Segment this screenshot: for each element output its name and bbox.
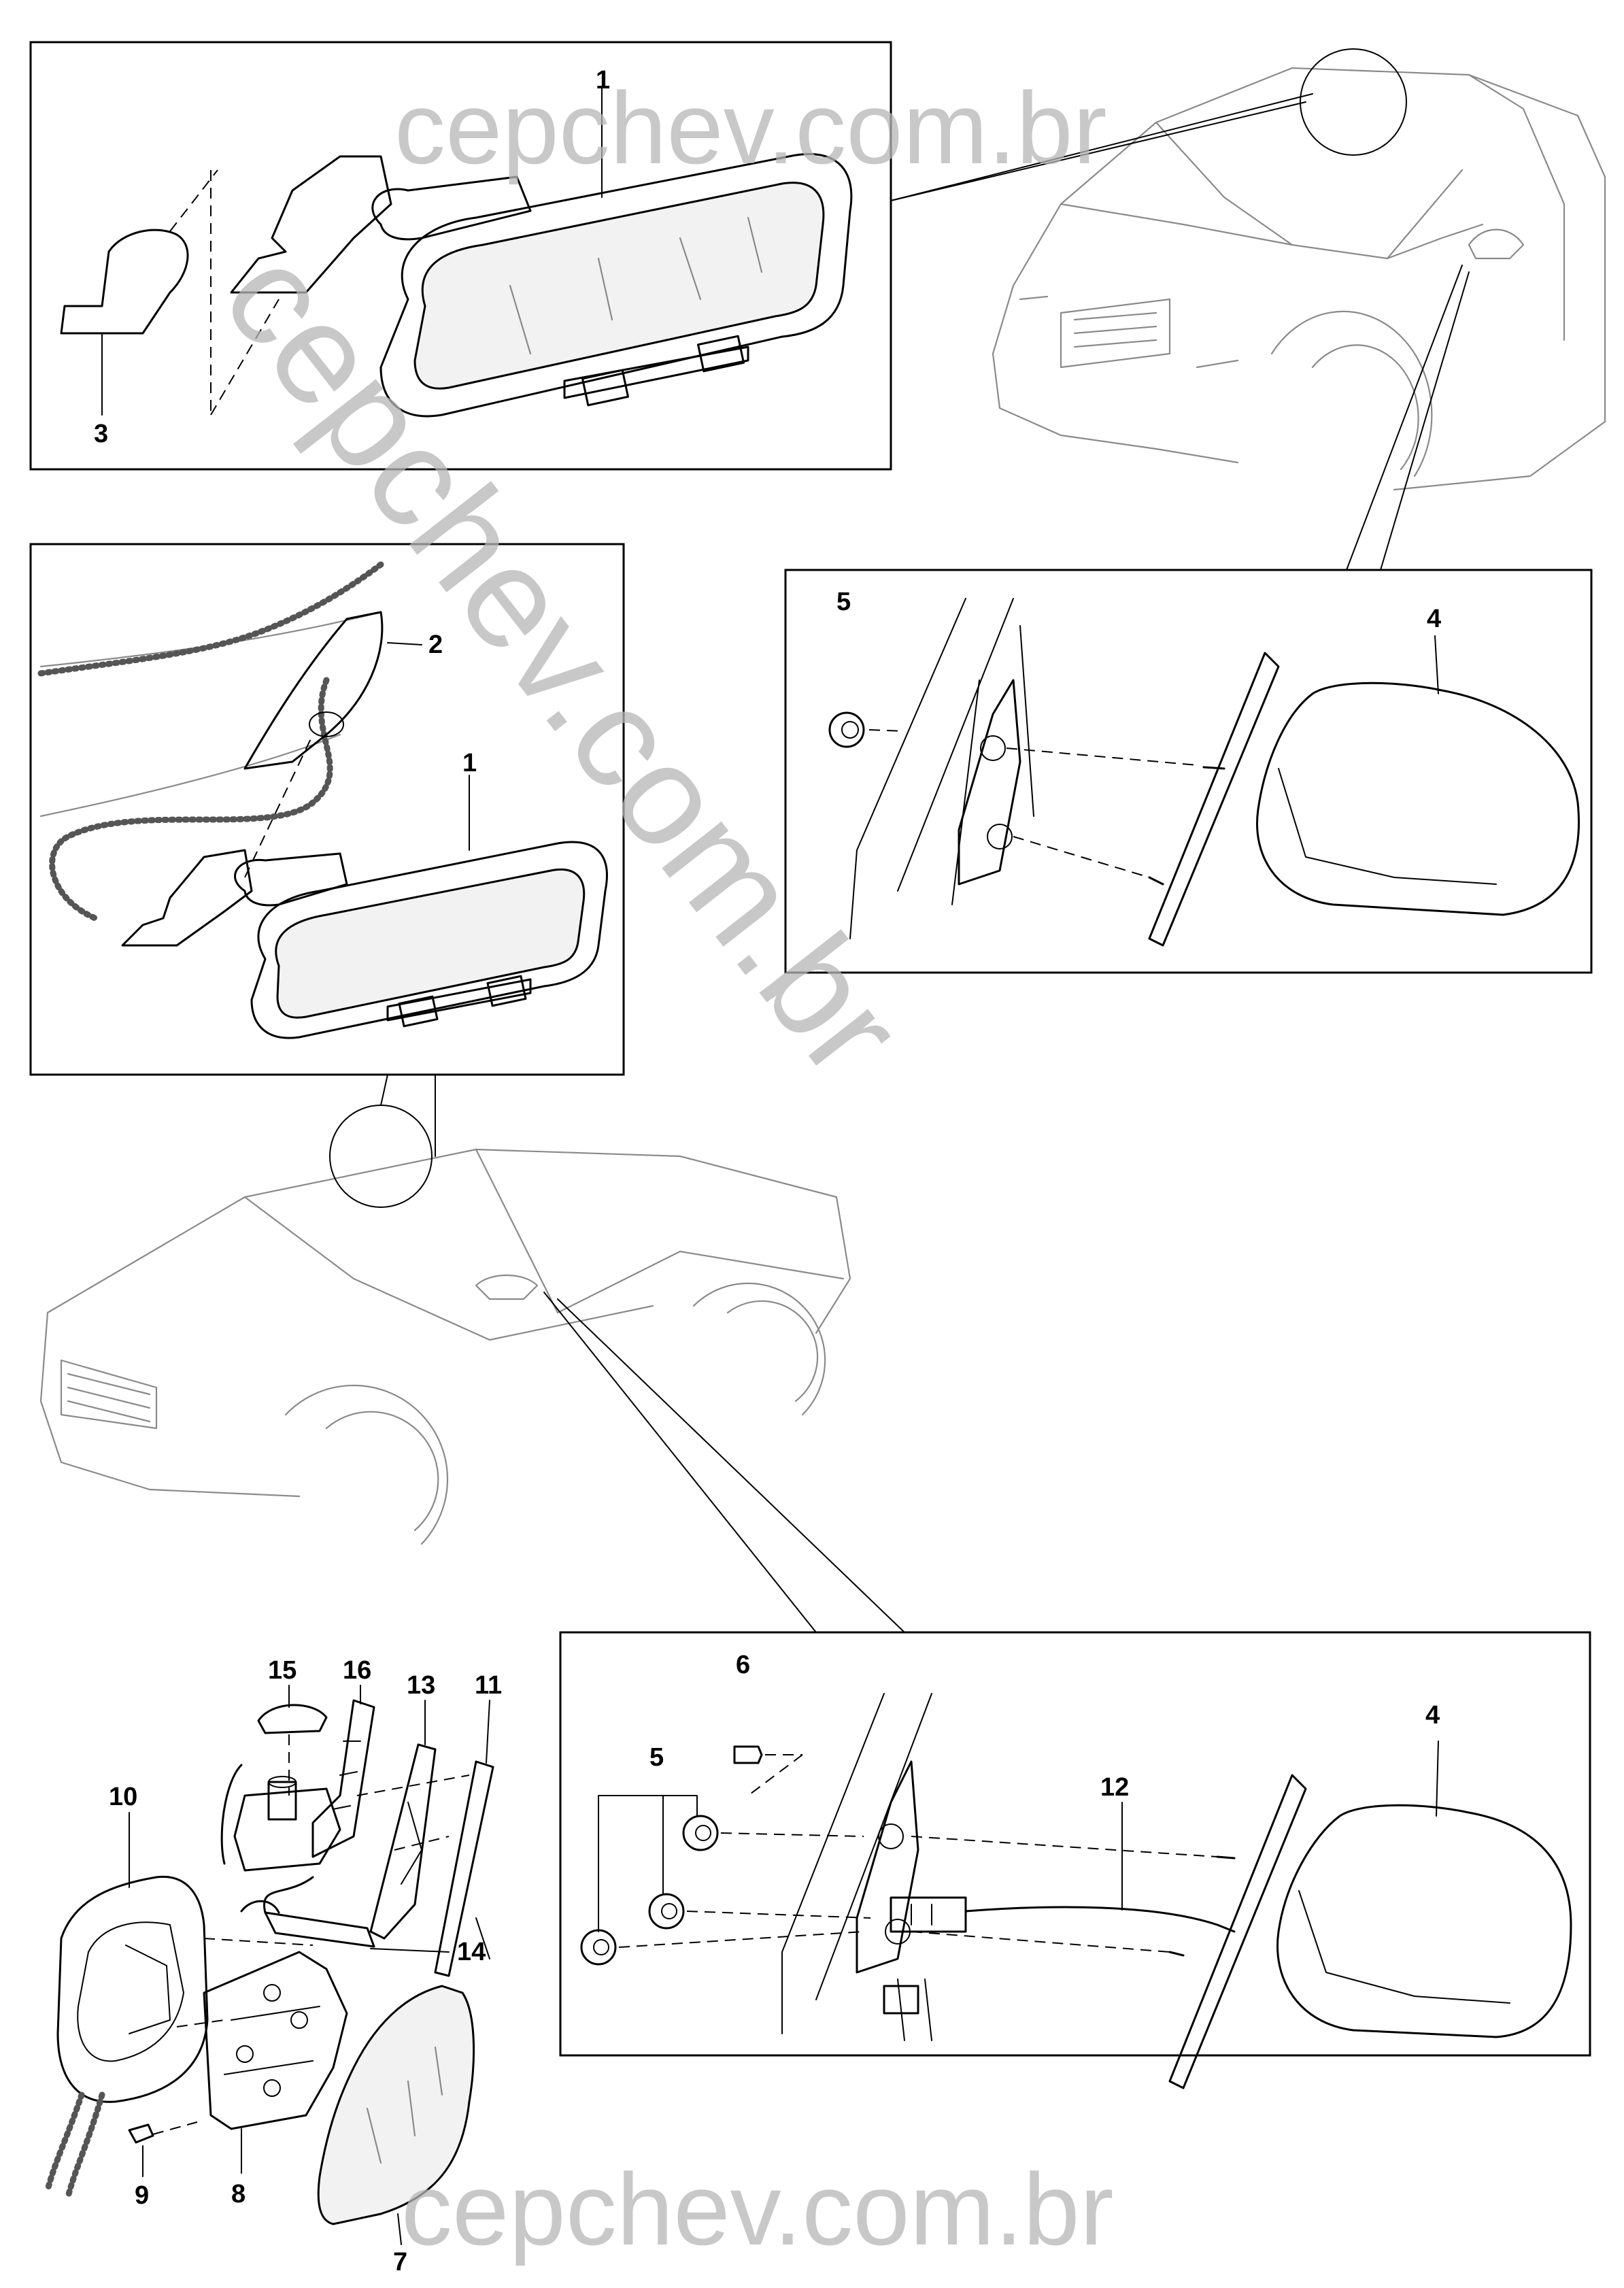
callout-7: 7 xyxy=(393,2248,407,2276)
callout-4-elec: 4 xyxy=(1425,1701,1440,1730)
mirror-housing xyxy=(56,1875,209,2103)
side-mirror-base xyxy=(1148,652,1280,947)
callout-3: 3 xyxy=(94,420,108,448)
mount-bracket xyxy=(230,155,392,294)
mirror-strip xyxy=(434,1760,494,1977)
rear-mirror-glass xyxy=(413,182,825,390)
callout-12: 12 xyxy=(1100,1773,1129,1802)
mirror-glass xyxy=(317,1985,475,2225)
base-screw xyxy=(128,2123,154,2144)
manual-side-mirror-panel xyxy=(784,265,1593,974)
side-mirror-shell xyxy=(1256,682,1580,916)
mirror-base-plate xyxy=(203,1951,348,2130)
mirror-nut xyxy=(828,711,865,748)
callout-1-top: 1 xyxy=(596,66,610,95)
rear-mirror-glass xyxy=(275,869,586,1019)
callout-11: 11 xyxy=(475,1671,502,1700)
callout-8: 8 xyxy=(231,2180,246,2208)
harness-connector xyxy=(890,1896,967,1933)
watermark-bottom: cepchev.com.br xyxy=(401,2152,1114,2266)
callout-6: 6 xyxy=(736,1651,750,1679)
rear-mirror-housing xyxy=(379,153,853,418)
side-mirror-base xyxy=(1168,1774,1307,2089)
callout-16: 16 xyxy=(343,1656,371,1685)
callout-14: 14 xyxy=(457,1938,486,1966)
suv-illustration xyxy=(992,48,1606,491)
panel-frame xyxy=(784,569,1593,974)
callout-5-elec: 5 xyxy=(649,1743,664,1772)
callout-13: 13 xyxy=(407,1671,435,1700)
mirror-nut xyxy=(648,1893,685,1930)
rear-mirror-panel-mid xyxy=(29,543,625,1076)
callout-4-manual: 4 xyxy=(1427,605,1441,633)
pivot-bracket xyxy=(369,1743,437,1940)
wire-connector xyxy=(264,1911,375,1948)
callout-9: 9 xyxy=(135,2181,149,2210)
side-mirror-shell xyxy=(1276,1804,1572,2038)
mirror-harness xyxy=(964,1906,1236,1933)
callout-1-mid: 1 xyxy=(462,749,477,777)
exploded-mirror-assembly xyxy=(44,1685,494,2245)
rear-mirror-panel-top xyxy=(29,41,1313,471)
callout-labels: 1 3 2 1 5 4 6 5 4 12 15 16 13 11 10 14 9… xyxy=(94,66,1441,2276)
motor-bracket xyxy=(311,1699,375,1858)
callout-10: 10 xyxy=(109,1783,137,1811)
panel-frame xyxy=(559,1631,1591,2057)
mount-cover xyxy=(60,229,189,335)
wire-cover xyxy=(243,611,384,770)
watermark-top: cepchev.com.br xyxy=(394,71,1107,185)
mirror-screw xyxy=(733,1745,763,1764)
pickup-illustration xyxy=(39,1074,905,1633)
mirror-nut xyxy=(682,1815,719,1851)
callout-5-manual: 5 xyxy=(836,588,851,616)
electric-side-mirror-panel xyxy=(559,1631,1591,2089)
actuator-cap xyxy=(257,1704,328,1734)
callout-15: 15 xyxy=(268,1656,297,1685)
callout-2: 2 xyxy=(428,630,443,659)
